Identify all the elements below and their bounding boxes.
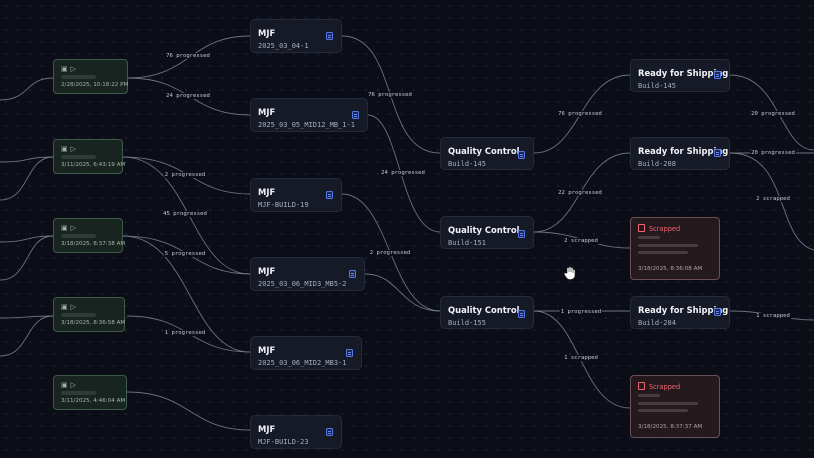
calendar-play-icon: ▣▷ — [61, 224, 79, 232]
ready-for-shipping-node[interactable]: Ready for Shipping Build-208 — [630, 137, 730, 170]
document-icon[interactable] — [714, 308, 721, 316]
node-title: Ready for Shipping — [638, 146, 729, 156]
timestamp: 2/28/2025, 10:18:22 PM — [61, 82, 129, 88]
edge — [0, 156, 54, 163]
document-icon[interactable] — [346, 349, 353, 357]
node-subtitle: Build-151 — [448, 239, 486, 247]
edge-label: 20 progressed — [750, 150, 796, 156]
edge — [0, 235, 54, 281]
calendar-play-icon: ▣▷ — [61, 145, 79, 153]
edge-label: 76 progressed — [165, 53, 211, 59]
node-title: MJF — [258, 187, 276, 197]
node-subtitle: 2025_03_04-1 — [258, 42, 309, 50]
document-icon[interactable] — [326, 428, 333, 436]
edge-label: 2 progressed — [163, 172, 207, 178]
node-subtitle: Build-204 — [638, 319, 676, 327]
node-title: Ready for Shipping — [638, 305, 729, 315]
edge — [0, 77, 54, 101]
document-icon[interactable] — [352, 111, 359, 119]
ready-for-shipping-node[interactable]: Ready for Shipping Build-204 — [630, 296, 730, 329]
calendar-play-icon: ▣▷ — [61, 303, 79, 311]
edge — [0, 156, 54, 201]
edge-label: 76 progressed — [557, 111, 603, 117]
document-icon[interactable] — [326, 191, 333, 199]
quality-control-node[interactable]: Quality Control Build-155 — [440, 296, 534, 329]
timestamp: 3/18/2025, 8:36:58 AM — [61, 320, 126, 326]
node-title: MJF — [258, 424, 276, 434]
scrapped-node[interactable]: Scrapped 3/18/2025, 8:37:37 AM — [630, 375, 720, 438]
node-subtitle: Build-155 — [448, 319, 486, 327]
edge-label: 5 progressed — [163, 251, 207, 257]
node-subtitle: 2025_03_06_MID3_MB5-2 — [258, 280, 347, 288]
source-node[interactable]: ▣▷ 3/11/2025, 6:43:19 AM — [53, 139, 126, 174]
document-icon[interactable] — [518, 230, 525, 238]
edge-label: 1 scrapped — [563, 355, 599, 361]
document-icon[interactable] — [518, 310, 525, 318]
timestamp: 3/18/2025, 8:37:38 AM — [61, 241, 126, 247]
node-title: MJF — [258, 266, 276, 276]
timestamp: 3/18/2025, 8:36:08 AM — [638, 266, 703, 272]
document-icon[interactable] — [349, 270, 356, 278]
mjf-node[interactable]: MJF 2025_03_04-1 — [250, 19, 342, 53]
edge — [0, 315, 54, 319]
timestamp: 3/18/2025, 8:37:37 AM — [638, 424, 703, 430]
edge — [122, 235, 251, 353]
edge-label: 1 progressed — [163, 330, 207, 336]
timestamp: 3/11/2025, 4:46:04 AM — [61, 398, 126, 404]
scrapped-node[interactable]: Scrapped 3/18/2025, 8:36:08 AM — [630, 217, 720, 280]
node-subtitle: 2025_03_06_MID2_MB3-1 — [258, 359, 347, 367]
timestamp: 3/11/2025, 6:43:19 AM — [61, 162, 126, 168]
document-icon[interactable] — [326, 32, 333, 40]
mjf-node[interactable]: MJF 2025_03_06_MID3_MB5-2 — [250, 257, 365, 291]
edge-label: 2 scrapped — [755, 196, 791, 202]
edge-label: 2 scrapped — [563, 238, 599, 244]
scrapped-status: Scrapped — [638, 224, 680, 233]
mjf-node[interactable]: MJF MJF-BUILD-19 — [250, 178, 342, 212]
document-icon[interactable] — [714, 71, 721, 79]
scrapped-status: Scrapped — [638, 382, 680, 391]
node-title: MJF — [258, 345, 276, 355]
node-title: Quality Control — [448, 146, 520, 156]
edge-label: 2 progressed — [368, 250, 412, 256]
node-subtitle: Build-208 — [638, 160, 676, 168]
node-subtitle: MJF-BUILD-19 — [258, 201, 309, 209]
edge-label: 76 progressed — [367, 92, 413, 98]
document-icon[interactable] — [518, 151, 525, 159]
node-title: Quality Control — [448, 225, 520, 235]
ready-for-shipping-node[interactable]: Ready for Shipping Build-145 — [630, 59, 730, 92]
mjf-node[interactable]: MJF 2025_03_05_MID12_MB_1-1 — [250, 98, 368, 132]
node-title: Ready for Shipping — [638, 68, 729, 78]
edge-label: 45 progressed — [162, 211, 208, 217]
node-subtitle: 2025_03_05_MID12_MB_1-1 — [258, 121, 355, 129]
edge-label: 24 progressed — [165, 93, 211, 99]
node-subtitle: Build-145 — [638, 82, 676, 90]
quality-control-node[interactable]: Quality Control Build-151 — [440, 216, 534, 249]
edge-label: 1 progressed — [559, 309, 603, 315]
node-title: MJF — [258, 107, 276, 117]
edge — [0, 235, 54, 243]
edge — [126, 391, 251, 431]
edge — [0, 315, 54, 357]
mjf-node[interactable]: MJF MJF-BUILD-23 — [250, 415, 342, 449]
node-subtitle: Build-145 — [448, 160, 486, 168]
hand-cursor-icon — [563, 266, 576, 280]
source-node[interactable]: ▣▷ 3/11/2025, 4:46:04 AM — [53, 375, 127, 410]
source-node[interactable]: ▣▷ 3/18/2025, 8:36:58 AM — [53, 297, 125, 332]
document-icon[interactable] — [714, 149, 721, 157]
edge-label: 22 progressed — [557, 190, 603, 196]
calendar-play-icon: ▣▷ — [61, 381, 79, 389]
node-title: MJF — [258, 28, 276, 38]
source-node[interactable]: ▣▷ 2/28/2025, 10:18:22 PM — [53, 59, 128, 94]
source-node[interactable]: ▣▷ 3/18/2025, 8:37:38 AM — [53, 218, 126, 253]
edge-label: 24 progressed — [380, 170, 426, 176]
node-subtitle: MJF-BUILD-23 — [258, 438, 309, 446]
mjf-node[interactable]: MJF 2025_03_06_MID2_MB3-1 — [250, 336, 362, 370]
edge-label: 1 scrapped — [755, 313, 791, 319]
calendar-play-icon: ▣▷ — [61, 65, 79, 73]
node-title: Quality Control — [448, 305, 520, 315]
quality-control-node[interactable]: Quality Control Build-145 — [440, 137, 534, 170]
edge — [364, 273, 441, 312]
edge-label: 20 progressed — [750, 111, 796, 117]
